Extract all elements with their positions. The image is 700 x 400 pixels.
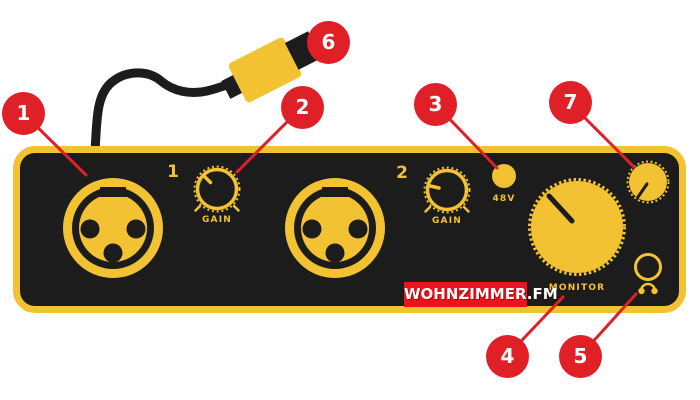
xlr-input-1-icon [63,178,163,278]
callout-4-monitor-knob: 4 [486,335,529,378]
usb-cable [90,68,243,157]
input-2-number-label: 2 [396,163,408,183]
gain-knob-1 [193,165,241,213]
gain-2-label: GAIN [431,216,463,226]
callout-1-xlr-input: 1 [2,92,45,135]
input-1-number-label: 1 [167,162,179,182]
headphone-level-knob [626,160,670,204]
gain-knob-2 [423,166,471,214]
phantom-power-48v-button [492,164,516,188]
headphones-icon [638,282,658,295]
brand-badge: WOHNZIMMER.FM [404,282,558,307]
callout-5-headphone-output: 5 [559,335,602,378]
monitor-label: MONITOR [548,283,606,293]
callout-3-phantom-power: 3 [414,83,457,126]
callout-2-gain-knob: 2 [281,86,324,129]
gain-1-label: GAIN [201,215,233,225]
xlr-input-2-icon [285,178,385,278]
monitor-knob [528,178,626,276]
usb-connector-body [228,37,302,103]
phantom-48v-label: 48V [492,194,516,204]
headphone-output-jack [634,253,662,295]
callout-7-headphone-level: 7 [549,81,592,124]
callout-6-usb-connector: 6 [307,21,350,64]
